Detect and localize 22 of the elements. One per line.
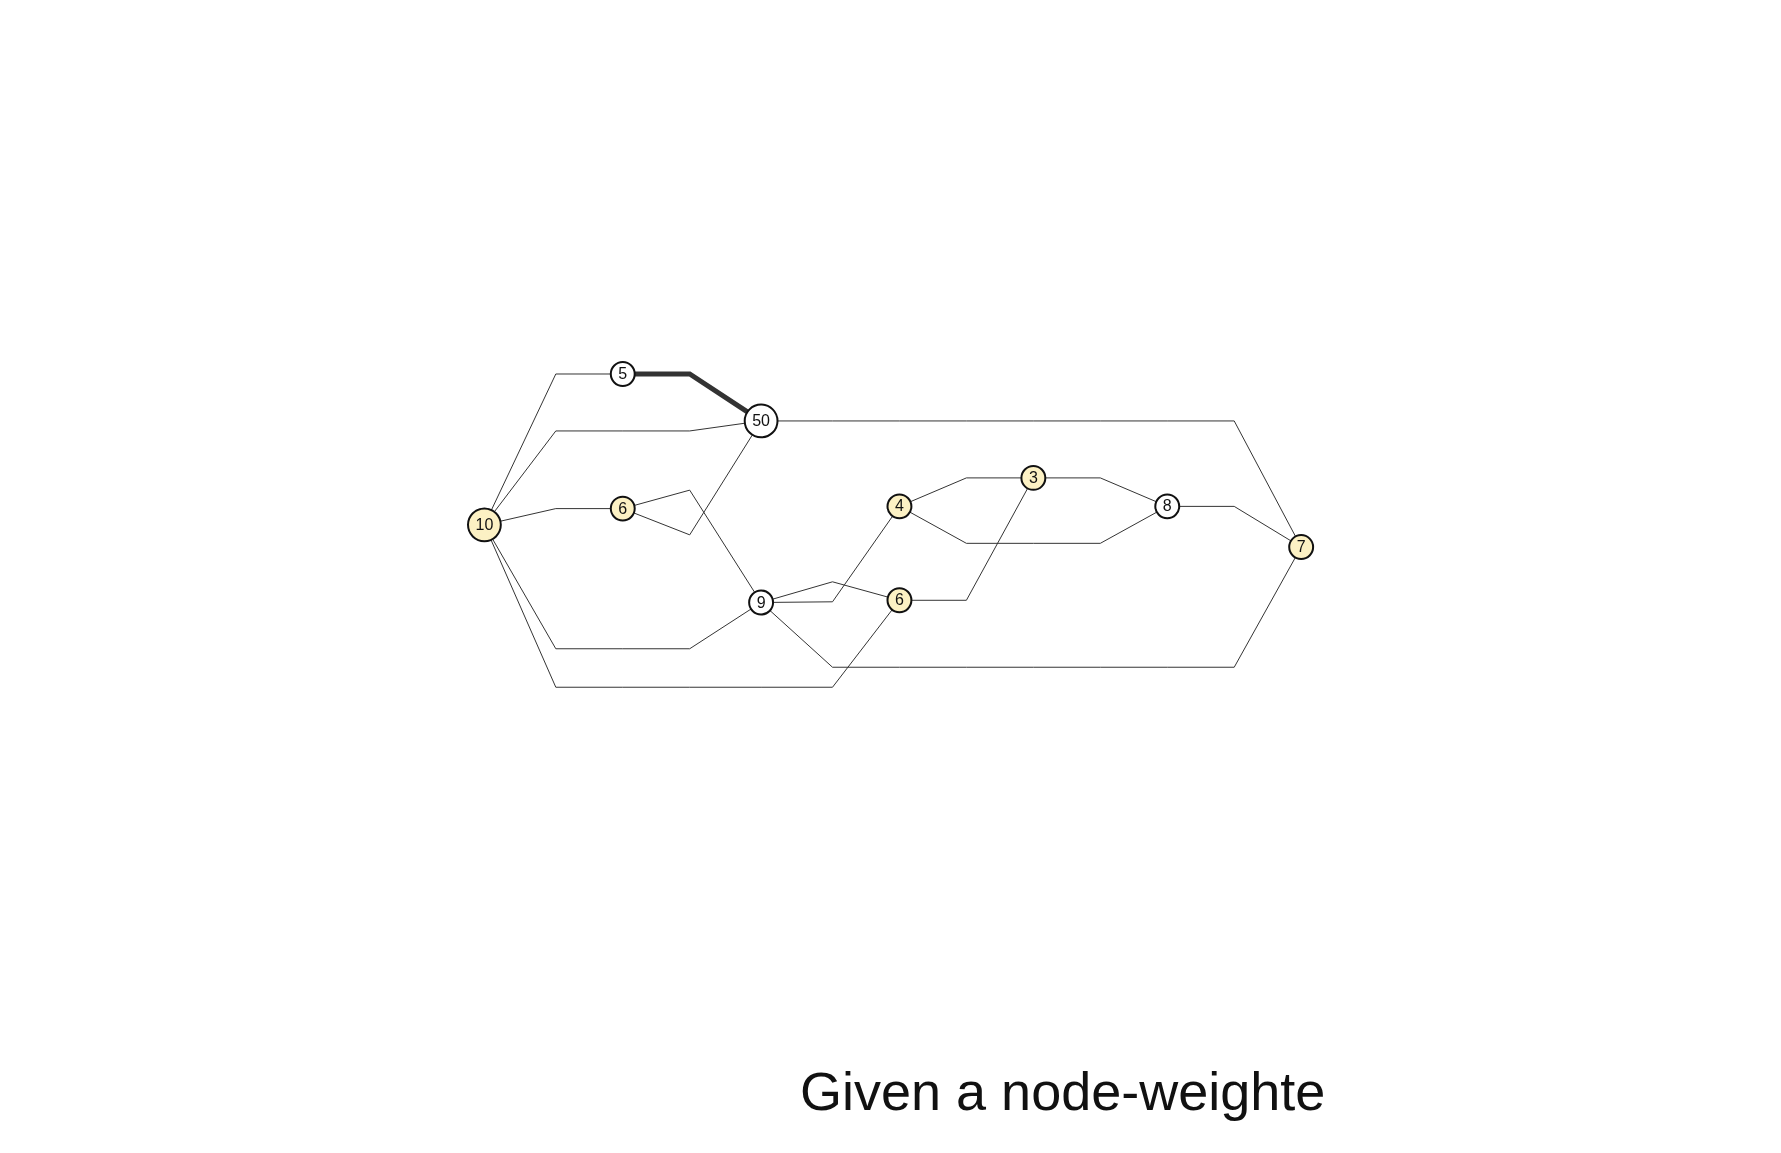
node-circle: 9: [748, 589, 774, 616]
node-circle: 5: [609, 361, 636, 388]
node-circle: 6: [609, 496, 636, 522]
connector: [490, 539, 893, 689]
connector: [492, 538, 752, 650]
node-circle: 8: [1154, 493, 1181, 520]
node-circle: 50: [743, 403, 779, 439]
node-circle: 3: [1020, 465, 1047, 492]
connector: [493, 423, 746, 513]
connector: [769, 557, 1296, 669]
connector: [633, 434, 753, 536]
connector: [634, 371, 749, 415]
node-circle: 4: [886, 493, 913, 520]
caption-text: Given a node-weighte: [800, 1060, 1326, 1122]
node-circle: 10: [466, 507, 502, 543]
node-circle: 7: [1288, 534, 1315, 561]
node-circle: 6: [886, 587, 913, 614]
connector: [909, 512, 1158, 545]
connector: [909, 477, 1022, 503]
connector: [772, 581, 889, 601]
connector: [772, 516, 894, 604]
connector: [633, 490, 756, 594]
